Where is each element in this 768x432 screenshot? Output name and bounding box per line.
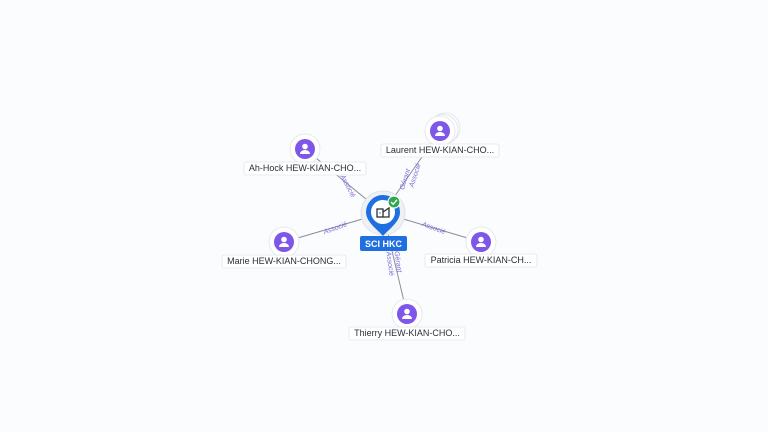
person-label-bg: [348, 326, 466, 341]
person-node-patricia[interactable]: Patricia HEW-KIAN-CH...: [424, 226, 538, 268]
person-name: Thierry HEW-KIAN-CHO...: [354, 328, 460, 338]
person-name: Marie HEW-KIAN-CHONG...: [227, 256, 341, 266]
edge-label-marie: Associé: [322, 221, 348, 236]
person-label-bg: [424, 253, 538, 268]
person-node-marie[interactable]: Marie HEW-KIAN-CHONG...: [221, 226, 347, 269]
person-name: Patricia HEW-KIAN-CH...: [431, 255, 532, 265]
person-node-ah-hock[interactable]: Ah-Hock HEW-KIAN-CHO...: [243, 133, 367, 176]
person-label-bg: [243, 161, 367, 176]
person-name: Laurent HEW-KIAN-CHO...: [386, 145, 494, 155]
person-icon: [402, 308, 412, 319]
company-tag-bg: [360, 236, 407, 251]
edge-label-ah-hock: Associé: [338, 173, 356, 199]
company-node[interactable]: SCI HKC: [360, 190, 407, 251]
person-label-bg: [380, 143, 500, 158]
person-icon: [279, 236, 289, 247]
edge-label-thierry: Gérant: [393, 251, 403, 274]
person-node-thierry[interactable]: Thierry HEW-KIAN-CHO...: [348, 298, 466, 341]
person-name: Ah-Hock HEW-KIAN-CHO...: [249, 163, 361, 173]
edge-label-patricia: Associé: [420, 221, 446, 236]
person-icon: [300, 143, 310, 154]
building-icon: [376, 206, 390, 218]
person-node-laurent[interactable]: Laurent HEW-KIAN-CHO...: [380, 112, 500, 158]
person-icon: [476, 236, 486, 247]
edge-label-thierry: Associé: [384, 250, 394, 276]
person-label-bg: [221, 254, 347, 269]
person-nodes: Ah-Hock HEW-KIAN-CHO... Laurent HEW-KIAN-…: [221, 112, 538, 341]
company-name: SCI HKC: [365, 239, 403, 249]
person-icon: [435, 125, 445, 136]
check-badge-icon: [387, 195, 401, 209]
